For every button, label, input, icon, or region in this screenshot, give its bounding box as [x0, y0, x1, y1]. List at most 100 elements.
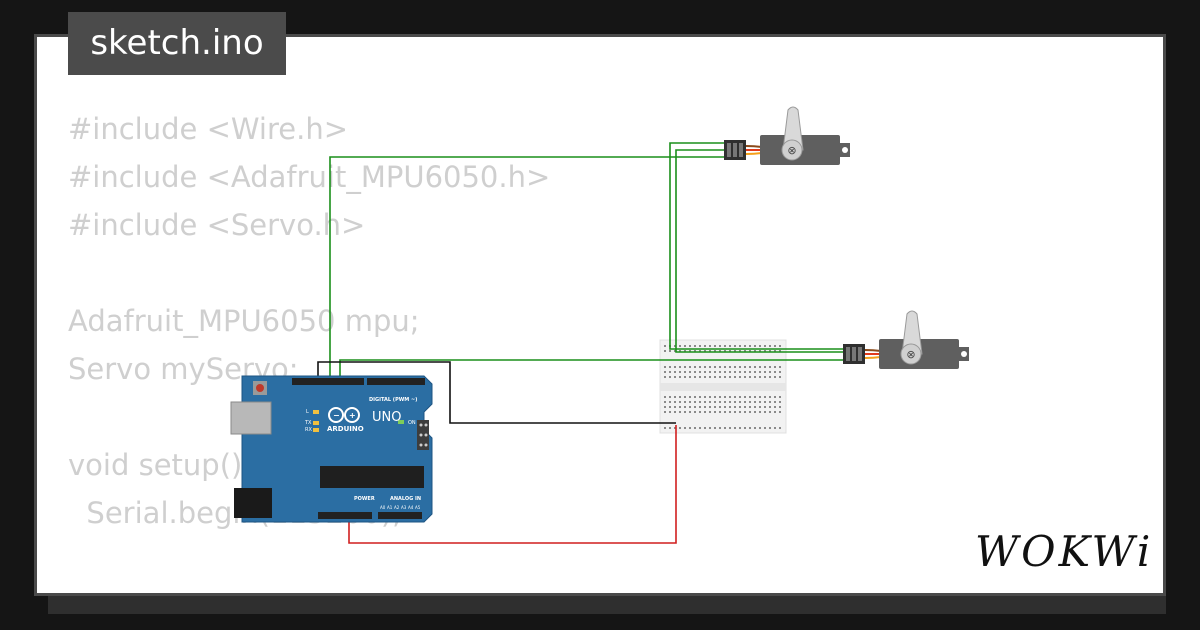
breadboard-hole — [729, 411, 731, 413]
breadboard-hole — [724, 406, 726, 408]
breadboard-hole — [694, 350, 696, 352]
breadboard-hole — [774, 411, 776, 413]
wokwi-logo: WOKWi — [975, 527, 1154, 576]
breadboard-hole — [724, 345, 726, 347]
breadboard-hole — [779, 371, 781, 373]
breadboard-hole — [709, 371, 711, 373]
breadboard-hole — [664, 406, 666, 408]
breadboard-hole — [664, 350, 666, 352]
breadboard-hole — [744, 366, 746, 368]
breadboard-hole — [739, 371, 741, 373]
breadboard-hole — [664, 401, 666, 403]
file-tab[interactable]: sketch.ino — [68, 12, 286, 75]
analog-pin-label: A2 — [394, 505, 400, 510]
breadboard-hole — [714, 427, 716, 429]
breadboard-hole — [669, 427, 671, 429]
breadboard-hole — [719, 376, 721, 378]
breadboard-hole — [754, 376, 756, 378]
breadboard-hole — [714, 401, 716, 403]
breadboard-hole — [664, 345, 666, 347]
code-line: #include <Servo.h> — [68, 208, 366, 242]
breadboard-hole — [679, 401, 681, 403]
breadboard-hole — [739, 366, 741, 368]
breadboard-hole — [664, 371, 666, 373]
breadboard-hole — [749, 366, 751, 368]
breadboard-hole — [734, 376, 736, 378]
breadboard-hole — [769, 427, 771, 429]
code-line: #include <Wire.h> — [68, 112, 349, 146]
breadboard-hole — [729, 376, 731, 378]
breadboard-hole — [779, 366, 781, 368]
breadboard-hole — [739, 406, 741, 408]
breadboard-hole — [714, 411, 716, 413]
breadboard-hole — [679, 396, 681, 398]
breadboard-hole — [754, 406, 756, 408]
breadboard-hole — [699, 371, 701, 373]
breadboard-hole — [764, 371, 766, 373]
breadboard-hole — [714, 366, 716, 368]
breadboard-hole — [709, 396, 711, 398]
breadboard-hole — [694, 371, 696, 373]
breadboard-hole — [694, 345, 696, 347]
breadboard-hole — [709, 411, 711, 413]
wires — [317, 142, 849, 544]
breadboard-hole — [689, 401, 691, 403]
breadboard-hole — [704, 396, 706, 398]
breadboard-hole — [754, 345, 756, 347]
signal-wire-breadboard-2 — [339, 359, 849, 382]
breadboard-hole — [679, 406, 681, 408]
breadboard-hole — [754, 401, 756, 403]
breadboard-hole — [739, 350, 741, 352]
card-shadow — [48, 596, 1166, 614]
breadboard-hole — [704, 366, 706, 368]
breadboard-hole — [694, 376, 696, 378]
breadboard-hole — [724, 366, 726, 368]
breadboard-hole — [779, 345, 781, 347]
breadboard-hole — [684, 406, 686, 408]
breadboard-hole — [774, 371, 776, 373]
breadboard-hole — [704, 411, 706, 413]
breadboard-hole — [754, 411, 756, 413]
analog-pin-label: A3 — [401, 505, 407, 510]
breadboard-hole — [689, 427, 691, 429]
breadboard-hole — [679, 411, 681, 413]
breadboard-hole — [764, 411, 766, 413]
breadboard-hole — [664, 366, 666, 368]
analog-pin-label: A4 — [408, 505, 414, 510]
breadboard-hole — [744, 350, 746, 352]
servo-motor-top[interactable]: ⊗ — [724, 106, 850, 165]
breadboard-hole — [769, 366, 771, 368]
breadboard-hole — [679, 366, 681, 368]
breadboard-hole — [759, 411, 761, 413]
breadboard-hole — [779, 411, 781, 413]
arduino-uno-board[interactable]: − + UNO ARDUINO DIGITAL (PWM ~) ON L TX … — [230, 375, 433, 523]
breadboard-hole — [699, 406, 701, 408]
breadboard-hole — [679, 345, 681, 347]
breadboard-hole — [759, 376, 761, 378]
breadboard-hole — [684, 396, 686, 398]
breadboard[interactable] — [659, 339, 787, 434]
breadboard-hole — [744, 401, 746, 403]
breadboard-hole — [684, 371, 686, 373]
breadboard-hole — [664, 427, 666, 429]
board-brand-label: ARDUINO — [327, 425, 364, 433]
signal-wire-breadboard-1 — [675, 149, 849, 353]
breadboard-hole — [709, 350, 711, 352]
breadboard-hole — [709, 406, 711, 408]
breadboard-hole — [759, 406, 761, 408]
breadboard-hole — [709, 376, 711, 378]
servo-motor-right[interactable]: ⊗ — [843, 310, 969, 369]
breadboard-hole — [699, 396, 701, 398]
breadboard-hole — [759, 401, 761, 403]
signal-wire-top-servo — [329, 156, 726, 382]
breadboard-hole — [684, 345, 686, 347]
breadboard-hole — [764, 401, 766, 403]
breadboard-hole — [734, 345, 736, 347]
l-led-label: L — [306, 409, 309, 415]
breadboard-hole — [744, 371, 746, 373]
ground-wire — [317, 361, 676, 424]
breadboard-hole — [684, 366, 686, 368]
breadboard-hole — [749, 406, 751, 408]
breadboard-hole — [764, 366, 766, 368]
breadboard-hole — [674, 345, 676, 347]
